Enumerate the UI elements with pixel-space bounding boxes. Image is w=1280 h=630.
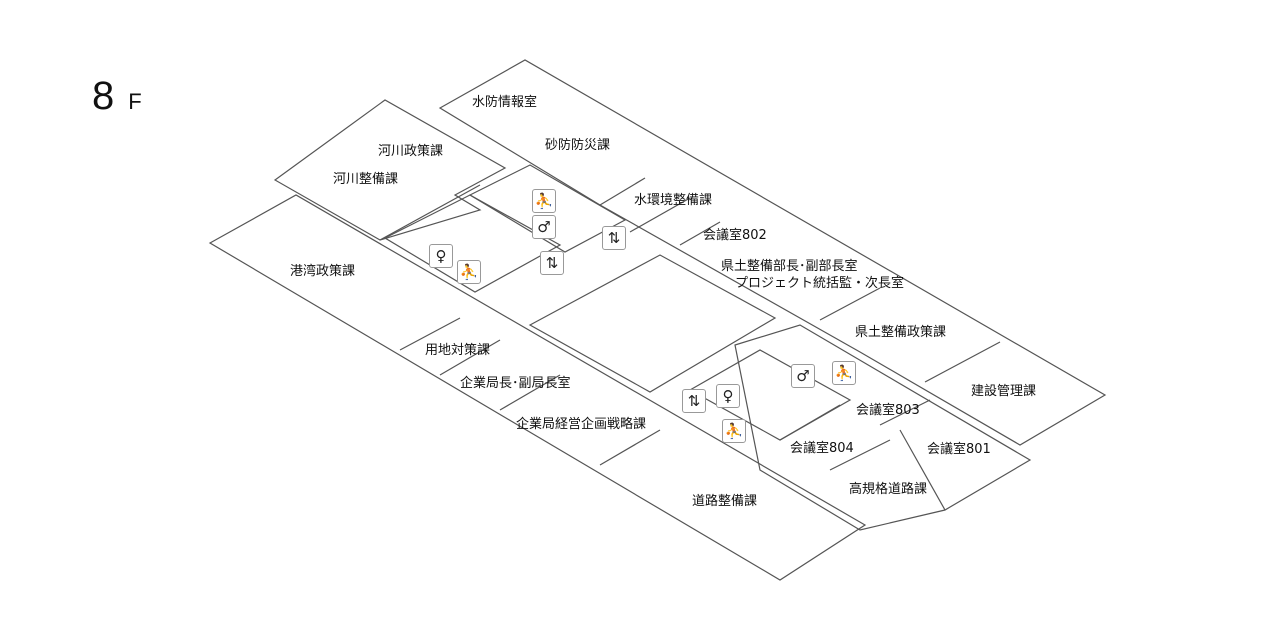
room-label: 県土整備政策課 [855, 325, 947, 340]
room-label: 建設管理課 [971, 384, 1037, 399]
elevator-icon: ⇅ [602, 226, 626, 250]
wing-river [273, 99, 507, 241]
wing-southwest [208, 194, 867, 581]
room-label: 企業局経営企画戦略課 [516, 417, 647, 432]
elevator-icon: ⇅ [682, 389, 706, 413]
womens-restroom-icon: ♀ [716, 384, 740, 408]
room-label: 高規格道路課 [849, 482, 928, 497]
floor-unit: F [128, 89, 142, 114]
mens-restroom-icon: ♂ [791, 364, 815, 388]
floor-number: 8 [92, 74, 115, 118]
room-label: 企業局長･副局長室 [460, 376, 571, 391]
stairs-icon: ⛹ [722, 419, 746, 443]
room-label: 港湾政策課 [290, 264, 356, 279]
room-label: 道路整備課 [692, 494, 758, 509]
room-label: プロジェクト統括監・次長室 [735, 276, 905, 291]
atrium [528, 254, 777, 393]
stairs-icon: ⛹ [832, 361, 856, 385]
wing-southeast [734, 324, 1032, 531]
room-label: 会議室802 [703, 228, 767, 243]
room-label: 水環境整備課 [634, 193, 713, 208]
stairs-icon: ⛹ [457, 260, 481, 284]
room-label: 水防情報室 [472, 95, 538, 110]
room-label: 県土整備部長･副部長室 [721, 259, 858, 274]
mens-restroom-icon: ♂ [532, 215, 556, 239]
elevator-icon: ⇅ [540, 251, 564, 275]
room-label: 河川政策課 [378, 144, 444, 159]
womens-restroom-icon: ♀ [429, 244, 453, 268]
room-label: 会議室804 [790, 441, 854, 456]
room-label: 会議室801 [927, 442, 991, 457]
room-label: 用地対策課 [425, 343, 491, 358]
stairs-icon: ⛹ [532, 189, 556, 213]
room-label: 砂防防災課 [545, 138, 611, 153]
room-label: 河川整備課 [333, 172, 399, 187]
room-label: 会議室803 [856, 403, 920, 418]
